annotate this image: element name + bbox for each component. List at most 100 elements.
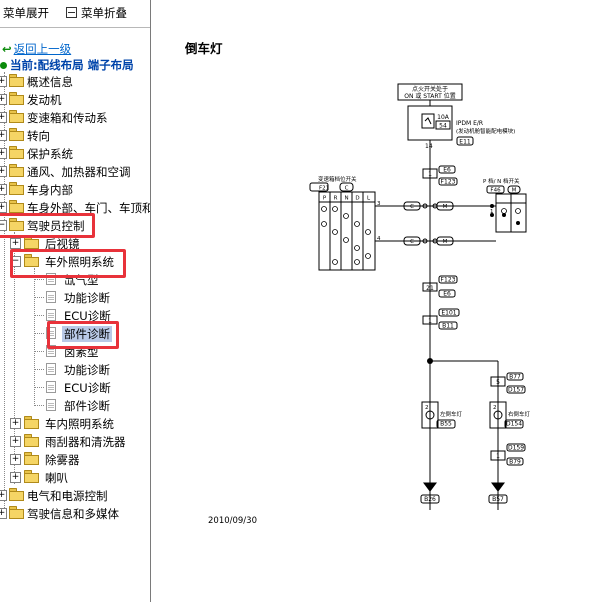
ignition-label-2: ON 或 START 位置: [404, 92, 455, 100]
connector-b11: [438, 321, 458, 330]
splice-dot: [427, 358, 433, 364]
fuse-glyph: [424, 117, 432, 125]
collapse-menu-button[interactable]: 菜单折叠: [66, 5, 127, 21]
expand-toggle[interactable]: +: [10, 472, 21, 483]
connector-f123: [438, 177, 458, 186]
pin-box: [422, 282, 438, 292]
contact: [354, 259, 360, 265]
tree-branch: [34, 297, 44, 298]
expand-toggle[interactable]: +: [0, 184, 7, 195]
expand-menu-button[interactable]: 菜单展开: [0, 5, 49, 21]
back-link-row[interactable]: ↩返回上一级: [2, 41, 71, 57]
tree-item-label: 车身外部、车门、车顶和: [27, 201, 151, 215]
document-icon: [46, 345, 56, 357]
tree-item-halogen-function-diag[interactable]: 功能诊断: [0, 360, 150, 378]
highlight-component-diag: [47, 321, 119, 349]
tree-item-xenon-function-diag[interactable]: 功能诊断: [0, 288, 150, 306]
tree-guide-line: [34, 268, 35, 404]
contact: [332, 259, 338, 265]
tree-item-electrical-power[interactable]: + 电气和电源控制: [0, 486, 150, 504]
document-icon: [46, 291, 56, 303]
expand-toggle[interactable]: +: [0, 76, 7, 87]
shift-switch-label: 变速箱档位开关: [318, 175, 357, 183]
expand-toggle[interactable]: +: [0, 490, 7, 501]
connector-b57: [488, 494, 508, 504]
tree-item-engine[interactable]: + 发动机: [0, 90, 150, 108]
connector-f46-label: F46: [490, 188, 501, 194]
tree-item-label: 功能诊断: [64, 291, 110, 305]
gear-l: L: [367, 196, 371, 202]
folder-open-icon: [24, 254, 39, 267]
ground-symbol: [423, 482, 437, 492]
folder-icon: [9, 110, 24, 123]
tree-item-label: 发动机: [27, 93, 62, 107]
tree-item-overview[interactable]: + 概述信息: [0, 72, 150, 90]
tree-item-exterior-lighting[interactable]: − 车外照明系统: [0, 252, 150, 270]
highlight-driver-control: [0, 213, 95, 238]
tree-item-defogger[interactable]: + 除雾器: [0, 450, 150, 468]
expand-toggle[interactable]: +: [10, 238, 21, 249]
pin-5: 5: [496, 379, 500, 386]
pin-box: [422, 168, 438, 179]
back-link[interactable]: 返回上一级: [13, 42, 72, 56]
connector-b11-label: B11: [442, 323, 454, 330]
tree-item-xenon-ecu-diag[interactable]: ECU诊断: [0, 306, 150, 324]
tree-item-label: 功能诊断: [64, 363, 110, 377]
expand-toggle[interactable]: +: [0, 508, 7, 519]
expand-toggle[interactable]: +: [0, 166, 7, 177]
expand-toggle[interactable]: +: [0, 202, 7, 213]
expand-toggle[interactable]: +: [0, 148, 7, 159]
connector-d157-label: D157: [508, 387, 524, 394]
tree-item-hvac[interactable]: + 通风、加热器和空调: [0, 162, 150, 180]
tree-item-label: 驾驶信息和多媒体: [27, 507, 119, 521]
tree-item-halogen-ecu-diag[interactable]: ECU诊断: [0, 378, 150, 396]
tree-item-xenon-component-diag[interactable]: 部件诊断: [0, 324, 150, 342]
tree-item-interior-lighting[interactable]: + 车内照明系统: [0, 414, 150, 432]
expand-toggle[interactable]: +: [10, 454, 21, 465]
tree-item-label: 除雾器: [45, 453, 80, 467]
connector-b57-label: B57: [492, 496, 504, 503]
connector-b79-label: B79: [509, 459, 521, 466]
tree-item-label: 车身内部: [27, 183, 73, 197]
tree-item-halogen-component-diag[interactable]: 部件诊断: [0, 396, 150, 414]
contact: [354, 221, 360, 227]
connector-b26: [420, 494, 440, 504]
connector-m: [507, 185, 521, 194]
contact: [354, 245, 360, 251]
tree-item-driver-info-media[interactable]: + 驾驶信息和多媒体: [0, 504, 150, 522]
tree-item-label: 部件诊断: [64, 399, 110, 413]
expand-toggle[interactable]: +: [0, 130, 7, 141]
expand-toggle[interactable]: +: [0, 94, 7, 105]
tree-item-label: ECU诊断: [64, 381, 111, 395]
tree-branch: [34, 387, 44, 388]
tree-item-label: 变速箱和传动系: [27, 111, 108, 125]
pin-4: 4: [377, 236, 381, 242]
current-location: 当前:配线布局 端子布局: [0, 57, 134, 73]
document-date: 2010/09/30: [208, 516, 257, 526]
connector-f46: [486, 185, 505, 194]
joint: [432, 238, 438, 244]
document-icon: [46, 381, 56, 393]
tree-item-wiper-washer[interactable]: + 雨刮器和清洗器: [0, 432, 150, 450]
contact: [365, 229, 371, 235]
current-location-label: 当前:配线布局 端子布局: [10, 58, 134, 72]
tree-item-driver-control[interactable]: − 驾驶员控制: [0, 216, 150, 234]
expand-toggle[interactable]: +: [10, 436, 21, 447]
gear-d: D: [355, 196, 359, 202]
connector-f21-label: F21: [319, 186, 329, 192]
tree-item-protection[interactable]: + 保护系统: [0, 144, 150, 162]
expand-toggle[interactable]: +: [10, 418, 21, 429]
tree-item-label: 转向: [27, 129, 50, 143]
folder-icon: [9, 200, 24, 213]
document-icon: [46, 399, 56, 411]
connector-e6-lower: [438, 289, 456, 298]
tree-item-body-interior[interactable]: + 车身内部: [0, 180, 150, 198]
expand-toggle[interactable]: +: [0, 112, 7, 123]
connector-m-lower-label: M: [443, 239, 448, 245]
tree-item-horn[interactable]: + 喇叭: [0, 468, 150, 486]
tree-item-steering[interactable]: + 转向: [0, 126, 150, 144]
tree-item-transmission[interactable]: + 变速箱和传动系: [0, 108, 150, 126]
tree-branch: [34, 279, 44, 280]
tree-item-body-exterior[interactable]: + 车身外部、车门、车顶和: [0, 198, 150, 216]
collapse-toggle[interactable]: −: [0, 220, 7, 231]
